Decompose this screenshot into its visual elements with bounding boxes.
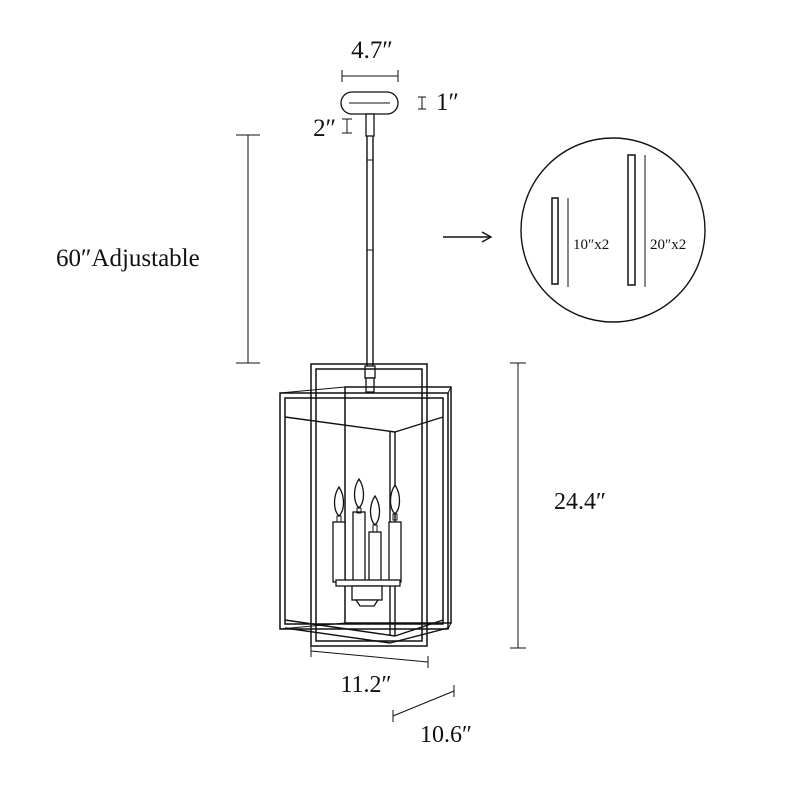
rod-length-dimension: 60″Adjustable xyxy=(56,134,260,364)
arrow-right-icon xyxy=(443,231,493,243)
suspension-rod xyxy=(364,113,376,393)
stem-cap-dimension: 2″ xyxy=(313,115,352,142)
canopy-width-label: 4.7″ xyxy=(351,37,393,64)
canopy-height-dimension: 1″ xyxy=(418,89,459,116)
candle-bulb-icon xyxy=(352,477,366,585)
candle-bulb-icon xyxy=(388,483,402,583)
fixture-depth-dimension: 10.6″ xyxy=(392,685,472,748)
inner-frame xyxy=(344,386,452,624)
fixture-height-label: 24.4″ xyxy=(554,489,606,515)
stem-cap-label: 2″ xyxy=(313,115,336,142)
lantern-frame xyxy=(279,363,452,647)
long-rod xyxy=(627,154,636,286)
ceiling-canopy-icon xyxy=(340,91,399,115)
fixture-width-dimension: 11.2″ xyxy=(310,645,429,698)
short-rods-label: 10″x2 xyxy=(573,237,609,253)
candle-bulb-icon xyxy=(368,494,382,589)
canopy-height-label: 1″ xyxy=(436,89,459,116)
candle-cluster xyxy=(332,477,402,607)
canopy-width-dimension: 4.7″ xyxy=(341,37,399,82)
outer-frame xyxy=(279,392,449,630)
back-frame xyxy=(310,363,428,647)
long-rods-label: 20″x2 xyxy=(650,237,686,253)
fixture-width-label: 11.2″ xyxy=(340,672,391,698)
fixture-depth-label: 10.6″ xyxy=(420,722,472,748)
fixture-height-dimension: 24.4″ xyxy=(510,362,606,649)
short-rod xyxy=(551,197,559,285)
rod-length-label: 60″Adjustable xyxy=(56,245,200,272)
candle-bulb-icon xyxy=(332,485,346,583)
rods-detail-callout: 10″x2 20″x2 xyxy=(520,137,706,323)
